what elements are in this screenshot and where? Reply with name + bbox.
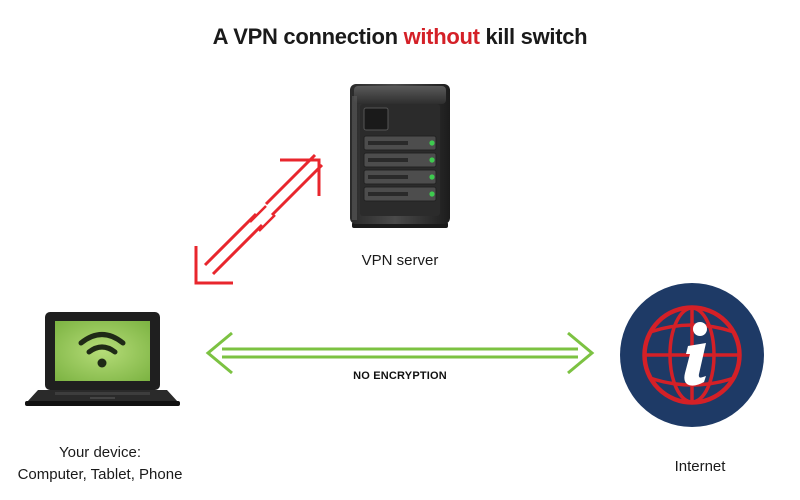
laptop-wifi-icon bbox=[25, 312, 180, 406]
link-upper-seg-b bbox=[264, 153, 317, 206]
arrowhead-up-right bbox=[280, 158, 321, 196]
broken-link-arrows bbox=[194, 153, 324, 285]
internet-label: Internet bbox=[674, 458, 726, 475]
title-suffix: kill switch bbox=[479, 24, 588, 49]
break-mark-a bbox=[249, 205, 267, 223]
globe-info-icon bbox=[620, 283, 764, 427]
break-mark-b bbox=[258, 214, 276, 232]
device-label: Your device: Computer, Tablet, Phone bbox=[0, 442, 200, 486]
link-lower-seg-b bbox=[270, 163, 324, 217]
connection-label: NO ENCRYPTION bbox=[353, 370, 447, 382]
link-upper-seg-a bbox=[203, 212, 258, 267]
server-label: VPN server bbox=[361, 252, 439, 269]
title-prefix: A VPN connection bbox=[212, 24, 404, 49]
arrowhead-down-left bbox=[194, 246, 233, 285]
device-label-line1: Your device: bbox=[58, 444, 141, 461]
green-arrowhead-left bbox=[205, 331, 233, 375]
server-status-leds bbox=[429, 140, 435, 197]
title-accent: without bbox=[403, 24, 480, 49]
server-tower-icon bbox=[350, 84, 450, 228]
server-drive-bays bbox=[363, 135, 437, 202]
green-arrowhead-right bbox=[567, 331, 595, 375]
diagram-title: A VPN connection without kill switch bbox=[0, 24, 800, 50]
wifi-icon bbox=[78, 332, 126, 355]
device-label-line2: Computer, Tablet, Phone bbox=[17, 466, 183, 483]
unencrypted-link-arrow bbox=[205, 331, 595, 375]
link-lower-seg-a bbox=[211, 223, 264, 276]
info-icon bbox=[684, 322, 707, 386]
